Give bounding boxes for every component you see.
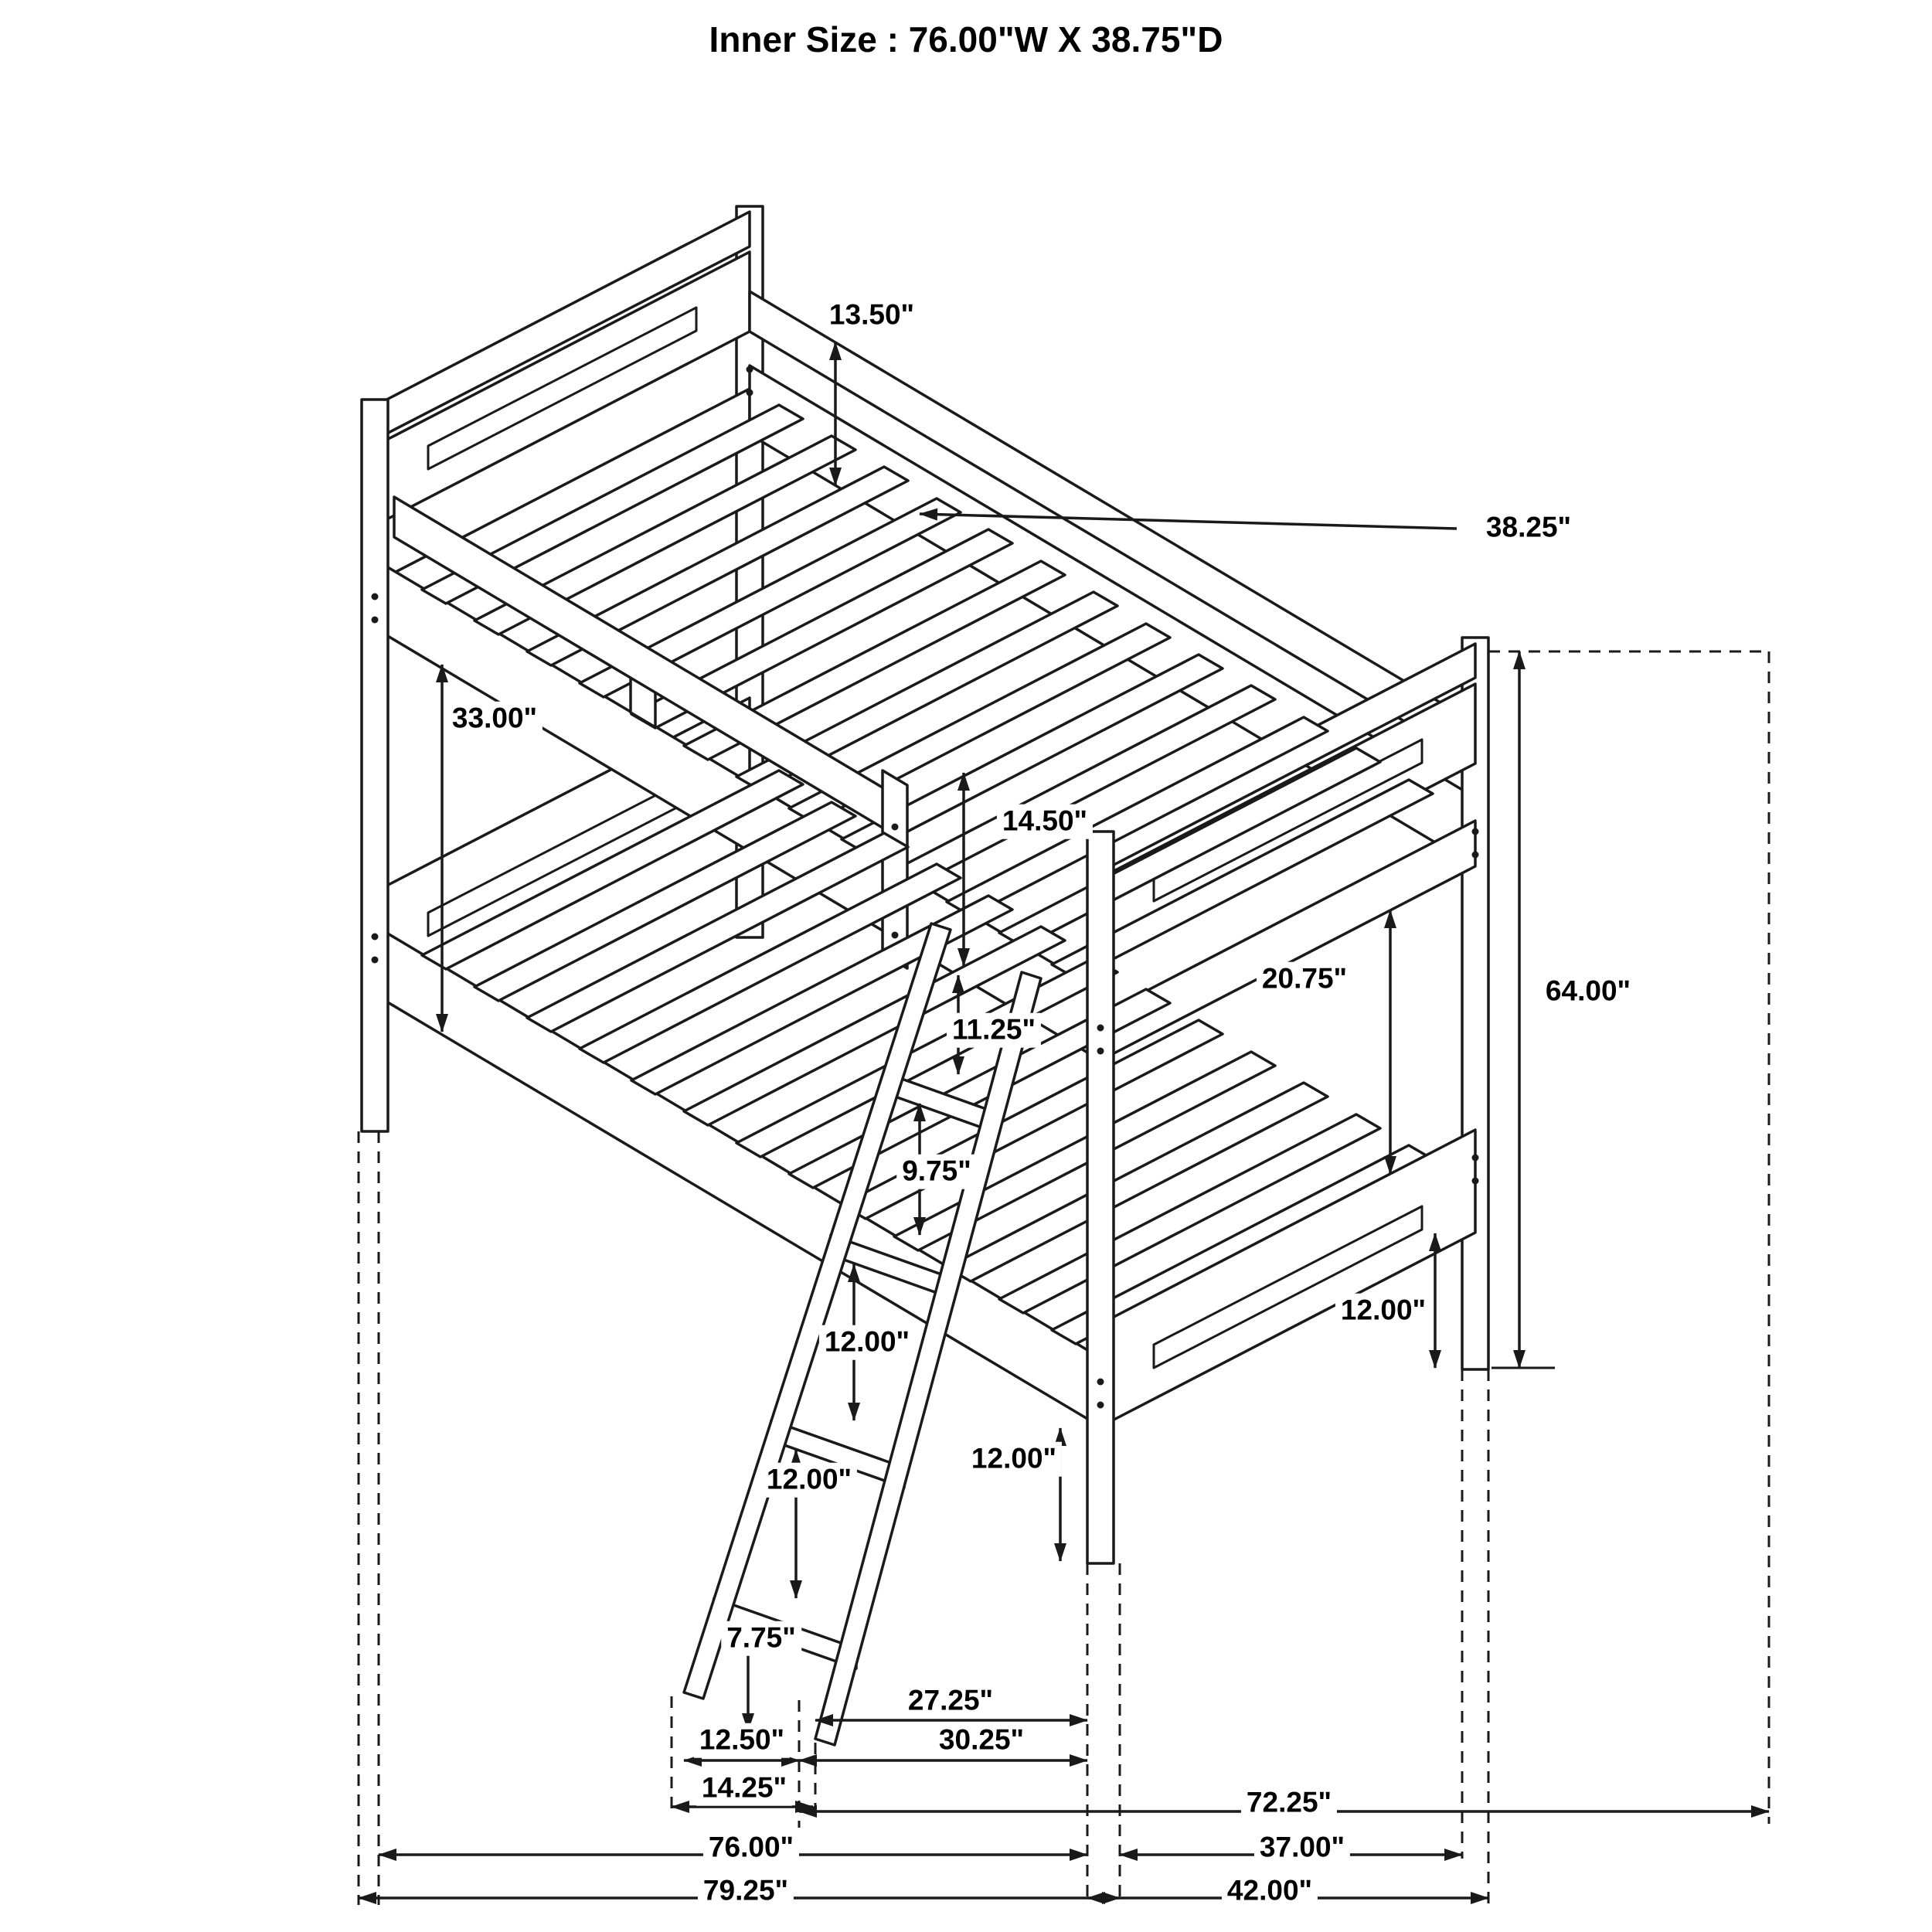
dim-label-bunk-gap: 20.75" — [1256, 961, 1353, 997]
dim-label-top-section: 13.50" — [823, 298, 920, 333]
dim-label-ladder-bottom: 7.75" — [721, 1621, 801, 1656]
foot-end-lower — [1099, 1128, 1477, 1428]
dim-label-overall-height: 64.00" — [1539, 974, 1637, 1009]
page-title: Inner Size : 76.00"W X 38.75"D — [709, 19, 1223, 60]
extension-lines — [357, 650, 1770, 1905]
ladder — [682, 922, 1043, 1747]
dim-label-end-width: 37.00" — [1253, 1830, 1351, 1866]
dim-label-ladder-outer-offset: 30.25" — [933, 1723, 1030, 1758]
front-right-post — [1086, 830, 1115, 1565]
dim-label-front-post-base: 12.00" — [965, 1441, 1063, 1477]
lower-bunk-slats — [420, 769, 1434, 1345]
guard-rail — [393, 495, 909, 970]
ladder-stringer-left — [682, 922, 952, 1700]
dim-label-guard-height: 14.50" — [996, 804, 1094, 839]
dim-label-step-gap-3: 12.00" — [818, 1325, 916, 1360]
dim-label-ladder-width: 14.25" — [696, 1770, 793, 1806]
dim-label-ladder-offset: 27.25" — [902, 1683, 999, 1719]
dim-label-ladder-feet-span: 12.50" — [693, 1723, 791, 1758]
ladder-stringer-right — [814, 971, 1043, 1747]
lower-bunk-near-rail — [373, 924, 1102, 1428]
foot-end-upper — [1099, 642, 1477, 1062]
dim-label-overall-length: 79.25" — [697, 1873, 794, 1909]
front-left-post — [360, 398, 389, 1133]
dim-label-rear-post-base: 12.00" — [1335, 1293, 1432, 1328]
dim-label-overall-depth: 42.00" — [1221, 1873, 1318, 1909]
screw-dots — [371, 366, 1479, 1409]
dim-label-right-section: 72.25" — [1240, 1785, 1338, 1821]
dim-label-step-gap-1: 11.25" — [946, 1012, 1042, 1048]
dim-label-rail-to-guard: 33.00" — [446, 701, 543, 736]
leader-inner-depth — [919, 508, 1458, 530]
dim-label-step-gap-4: 12.00" — [760, 1462, 858, 1498]
dim-label-step-gap-2: 9.75" — [896, 1154, 977, 1189]
bed-linework — [360, 205, 1490, 1747]
dim-label-inner-depth: 38.25" — [1480, 510, 1577, 546]
dim-label-bed-length: 76.00" — [702, 1830, 800, 1866]
